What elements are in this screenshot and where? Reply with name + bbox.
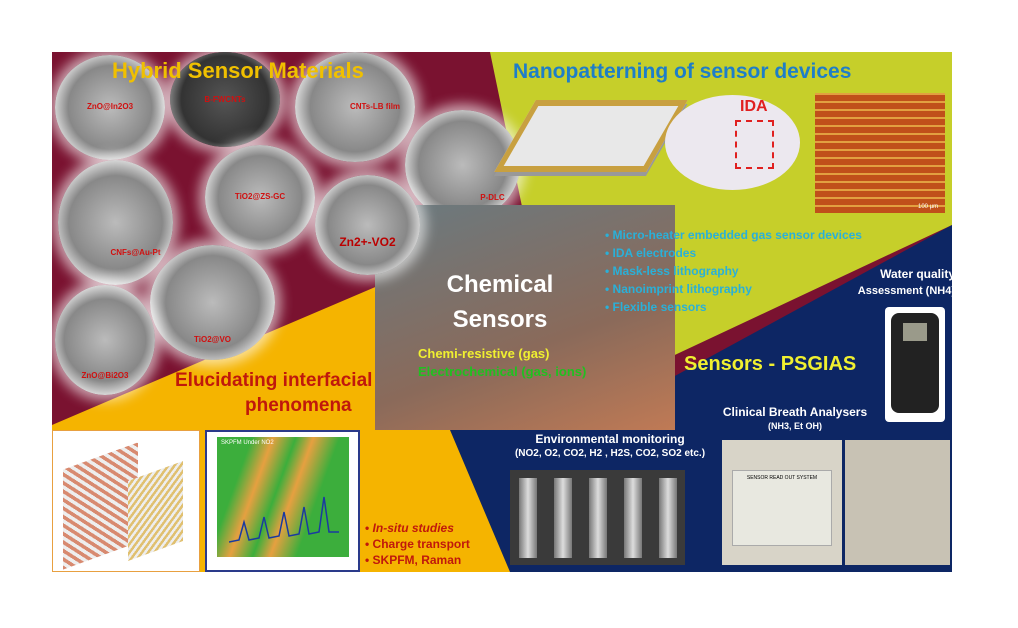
bullet-item: • Micro-heater embedded gas sensor devic… xyxy=(605,228,862,242)
interfacial-title-2: phenomena xyxy=(245,395,352,416)
sample-label: Zn2+-VO2 xyxy=(339,235,396,249)
chemical-title: Chemical xyxy=(446,271,554,298)
device-label: SENSOR READ OUT SYSTEM xyxy=(732,470,832,546)
sample-label: CNTs-LB film xyxy=(349,101,401,111)
sample-label: CNFs@Au-Pt xyxy=(110,247,161,257)
scale-bar-label: 100 µm xyxy=(918,204,939,210)
hybrid-materials-title: Hybrid Sensor Materials xyxy=(112,58,364,83)
water-meter-image xyxy=(885,307,945,422)
interfacial-title: Elucidating interfacial xyxy=(175,370,373,391)
nanopatterning-bullets: • Micro-heater embedded gas sensor devic… xyxy=(605,226,862,316)
bullet-item: • In-situ studies xyxy=(365,521,454,535)
sample-image: CNFs@Au-Pt xyxy=(58,160,173,285)
breath-analysers-label: Clinical Breath Analysers xyxy=(722,405,868,419)
sample-label: P-DLC xyxy=(480,192,505,202)
bullet-item: • IDA electrodes xyxy=(605,246,697,260)
sample-image: ZnO@Bi2O3 xyxy=(55,285,155,395)
sample-image: TiO2@ZS-GC xyxy=(205,145,315,250)
sample-image: ZnO@In2O3 xyxy=(55,55,165,160)
interfacial-bullets: • In-situ studies • Charge transport • S… xyxy=(365,520,470,568)
sample-label: TiO2@VO xyxy=(194,334,231,344)
sensors-title: Sensors xyxy=(452,306,548,333)
bullet-item: • Nanoimprint lithography xyxy=(605,282,752,296)
sample-image: B-FWCNTs xyxy=(170,52,280,147)
sample-image: TiO2@VO xyxy=(150,245,275,360)
skpfm-plot: SKPFM Under NO2 xyxy=(205,430,360,572)
bullet-item: • Flexible sensors xyxy=(605,300,707,314)
bullet-item: • SKPFM, Raman xyxy=(365,553,462,567)
environmental-monitoring-label: Environmental monitoring xyxy=(535,432,685,446)
bullet-item: • Charge transport xyxy=(365,537,470,551)
sample-label: TiO2@ZS-GC xyxy=(234,192,286,202)
ida-label: IDA xyxy=(740,98,768,115)
sample-label: B-FWCNTs xyxy=(204,94,246,104)
breath-analysers-gases: (NH3, Et OH) xyxy=(768,421,822,431)
environmental-gases: (NO2, O2, CO2, H2 , H2S, CO2, SO2 etc.) xyxy=(514,448,706,459)
bullet-item: • Mask-less lithography xyxy=(605,264,739,278)
skpfm-plot-label: SKPFM Under NO2 xyxy=(221,440,274,446)
psgias-title: Sensors - PSGIAS xyxy=(684,353,857,375)
sample-image: CNTs-LB film xyxy=(295,52,415,162)
nanopatterning-title: Nanopatterning of sensor devices xyxy=(513,60,852,83)
sensor-response-curve xyxy=(229,496,339,543)
ida-highlight xyxy=(735,120,774,169)
electrode-micrograph xyxy=(815,93,945,213)
breath-analyser-device: SENSOR READ OUT SYSTEM xyxy=(722,440,842,565)
chemiresistive-label: Chemi-resistive (gas) xyxy=(418,346,550,361)
water-quality-label: Water quality xyxy=(880,267,955,281)
sample-label: ZnO@In2O3 xyxy=(86,102,134,112)
sample-image: Zn2+-VO2 xyxy=(315,175,420,275)
breath-mask-device xyxy=(845,440,950,565)
water-quality-label-2: Assessment (NH4) xyxy=(857,285,955,297)
gas-sensor-fittings-photo xyxy=(510,470,685,565)
sample-label: ZnO@Bi2O3 xyxy=(81,370,129,380)
electrochemical-label: Electrochemical (gas, ions) xyxy=(418,364,587,379)
chemical-sensors-photo xyxy=(375,205,675,430)
flexible-ida-image xyxy=(665,95,800,190)
interface-diagram xyxy=(52,430,200,572)
